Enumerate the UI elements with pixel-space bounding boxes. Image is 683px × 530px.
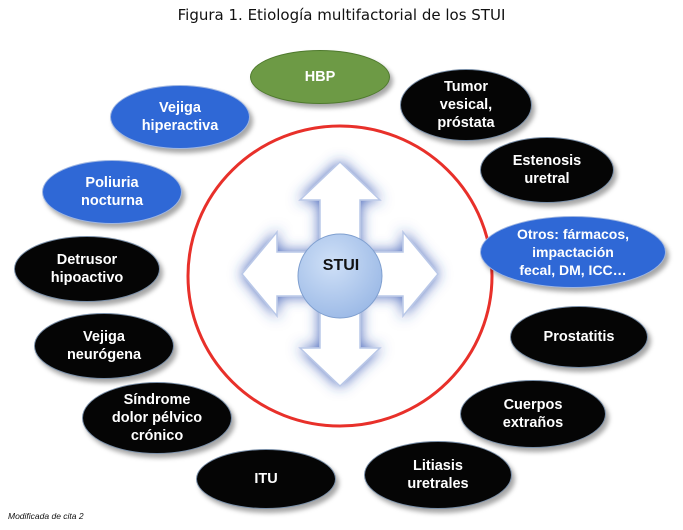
cause-prostatitis: Prostatitis: [510, 306, 648, 368]
cause-detrusor: Detrusor hipoactivo: [14, 236, 160, 302]
cause-otros: Otros: fármacos, impactación fecal, DM, …: [480, 216, 666, 288]
source-caption: Modificada de cita 2: [8, 511, 84, 521]
figure-title: Figura 1. Etiología multifactorial de lo…: [177, 6, 506, 24]
cause-sindrome: Síndrome dolor pélvico crónico: [82, 382, 232, 454]
cause-estenosis: Estenosis uretral: [480, 137, 614, 203]
cause-neurogena: Vejiga neurógena: [34, 313, 174, 379]
cause-tumor: Tumor vesical, próstata: [400, 69, 532, 141]
cause-hbp: HBP: [250, 50, 390, 104]
center-node: [297, 233, 383, 319]
cause-cuerpos: Cuerpos extraños: [460, 380, 606, 448]
center-label: STUI: [322, 257, 360, 274]
cause-hiperactiva: Vejiga hiperactiva: [110, 85, 250, 149]
cause-poliuria: Poliuria nocturna: [42, 160, 182, 224]
cause-litiasis: Litiasis uretrales: [364, 441, 512, 509]
cause-itu: ITU: [196, 449, 336, 509]
